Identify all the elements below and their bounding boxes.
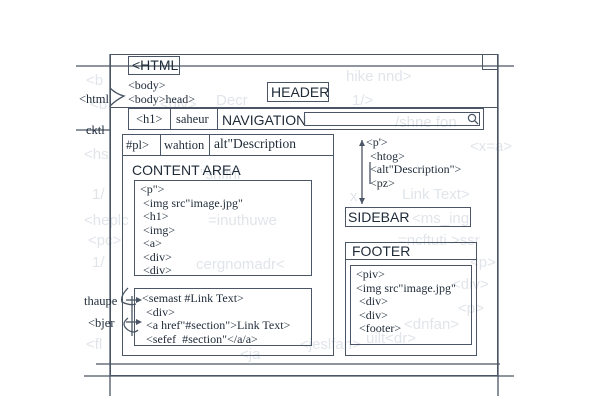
ghost-text: <b	[90, 96, 108, 113]
search-icon[interactable]	[466, 113, 480, 125]
ghost-text: cergnomadr<	[196, 256, 285, 273]
sidebar-code-line: <alt"Description">	[370, 162, 462, 176]
ghost-text: <hs	[84, 146, 109, 163]
footer-code-line: <footer>	[356, 321, 402, 335]
footer-code-line: <div>	[356, 294, 388, 308]
ghost-text: 1/	[92, 254, 105, 271]
sidebar-label: SIDEBAR	[348, 209, 410, 225]
ghost-text: <heplc	[84, 212, 129, 229]
content-code-line: <div>	[140, 263, 172, 277]
tab-row	[122, 134, 334, 156]
link-line: <div>	[146, 304, 175, 319]
content-code-box	[134, 180, 312, 276]
footer-label: FOOTER	[352, 243, 411, 259]
footer-code-line: <img src"image.jpg"	[356, 280, 456, 295]
side-label-thaupe: thaupe	[84, 294, 118, 308]
ghost-text: "shflhl	[200, 166, 241, 183]
tab-wahtion[interactable]: wahtion	[164, 138, 205, 152]
footer-code-line: <div>	[356, 307, 388, 322]
header-label: HEADER	[271, 84, 330, 100]
link-line[interactable]: <sefef #section"</a/a>	[146, 331, 258, 346]
ghost-text: <fl	[86, 336, 103, 353]
ghost-text: Decr	[216, 92, 248, 109]
content-area-title: CONTENT AREA	[132, 162, 241, 178]
html-window	[110, 54, 498, 376]
content-code-line: <img src"image.jpg"	[140, 195, 243, 210]
header-box	[267, 82, 329, 102]
content-code-line: <a>	[140, 236, 162, 250]
ghost-text: <dnfan>	[404, 316, 460, 333]
ghost-text: Link Text>	[402, 186, 470, 203]
sidebar-code-line: <pz>	[370, 175, 395, 190]
footer-code-box	[350, 265, 472, 345]
head-code-line: <body>	[128, 78, 166, 92]
sidebar-code-line: <htog>	[370, 148, 405, 163]
tab-divider	[160, 134, 210, 156]
content-code-line: <p">	[140, 182, 165, 196]
window-title: <HTML	[132, 57, 179, 73]
ghost-text: <pc>	[88, 232, 122, 249]
search-input[interactable]	[304, 112, 480, 126]
content-area	[122, 156, 334, 356]
side-label-bjer: <bjer	[88, 316, 115, 330]
nav-label: NAVIGATION	[222, 112, 307, 128]
window-title-tab	[128, 56, 180, 75]
content-code-line: <div>	[140, 249, 172, 264]
ghost-text: =ncftuti >ssr	[398, 232, 480, 249]
ghost-text: hike nnd>	[346, 68, 412, 85]
side-label-ckt: cktl	[86, 123, 105, 137]
ghost-text: uilt<dr>	[366, 330, 417, 347]
link-line[interactable]: <a href"#section">Link Text>	[146, 318, 291, 332]
links-box	[134, 288, 312, 346]
nav-divider	[170, 108, 218, 130]
ghost-text: 1/	[92, 186, 105, 203]
sidebar-code-line: <p'>	[366, 135, 388, 149]
head-code-line: <body>head>	[128, 92, 195, 106]
header-bar	[110, 80, 498, 108]
ghost-text: <div>	[452, 276, 489, 293]
content-code-line: <h1>	[140, 209, 169, 223]
side-label-html: <html	[79, 92, 109, 106]
footer-code-line: <piv>	[356, 267, 385, 281]
nav-bar	[128, 108, 484, 130]
ghost-text: =inuthuwe	[208, 212, 277, 229]
nav-tag: <h1>	[136, 112, 163, 126]
ghost-text: <x=a>	[470, 138, 513, 155]
tab-description[interactable]: alt"Description	[214, 136, 296, 151]
ghost-text: /shne fon	[395, 114, 457, 131]
footer-area	[345, 242, 477, 356]
ghost-text: <p>	[458, 300, 484, 317]
footer-title-bar	[345, 242, 477, 260]
ghost-text: 1/>	[352, 92, 374, 109]
ghost-text: <ja	[240, 346, 261, 363]
window-corner	[482, 54, 498, 70]
ghost-text: <b	[86, 72, 104, 89]
link-line[interactable]: <semast #Link Text>	[142, 291, 244, 305]
content-code-line: <img>	[140, 222, 176, 237]
ghost-text: <ms_ing	[412, 210, 470, 227]
nav-item[interactable]: saheur	[176, 112, 209, 126]
sidebar-box	[345, 207, 471, 227]
tab-pl[interactable]: #pl>	[126, 138, 150, 152]
ghost-text: x	[350, 188, 358, 205]
